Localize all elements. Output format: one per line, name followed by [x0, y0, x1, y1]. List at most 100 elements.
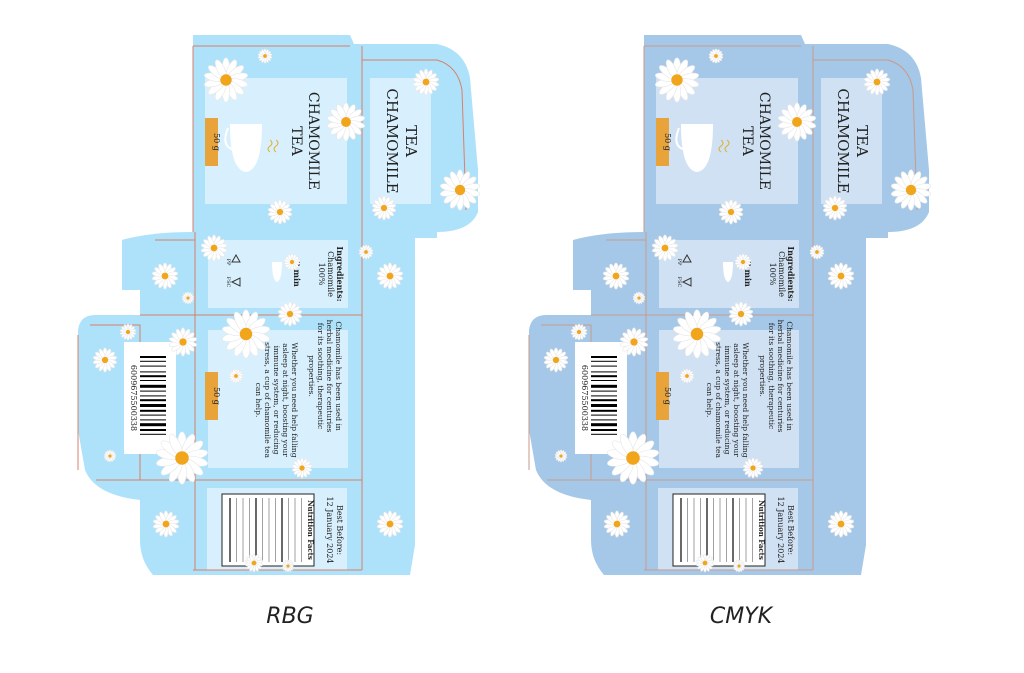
description-line: immune system, or reducing [723, 346, 732, 455]
daisy-icon [244, 553, 264, 573]
daisy-icon [371, 195, 397, 221]
weight-label-side: 50 g [663, 387, 672, 405]
side-panel-top [821, 78, 882, 204]
side-title-line-2: TEA [402, 125, 420, 157]
daisy-icon [326, 102, 366, 142]
description-line: stress, a cup of chamomile tea [714, 342, 723, 458]
daisy-icon [695, 553, 715, 573]
description-line: Whether you need help falling [741, 342, 750, 457]
daisy-icon [281, 559, 295, 573]
description-line: can help. [254, 383, 263, 418]
title-line-2: TEA [739, 126, 755, 157]
recycle-icon [682, 253, 692, 263]
daisy-icon [619, 327, 649, 357]
description-panel [659, 330, 799, 468]
description-line: Chamomile has been used in [334, 321, 343, 431]
ingredients-line-1: Chamomile [326, 251, 335, 297]
weight-label-side: 50 g [212, 387, 221, 405]
description-line: asleep at night, boosting your [281, 343, 290, 457]
daisy-icon [603, 510, 631, 538]
recycle-label: PP [676, 259, 682, 266]
daisy-icon [228, 368, 244, 384]
weight-badge [656, 372, 669, 420]
cup-icon [224, 124, 262, 172]
daisy-icon [708, 48, 724, 64]
title-line-2: TEA [288, 126, 304, 157]
daisy-icon [376, 262, 404, 290]
daisy-icon [257, 48, 273, 64]
daisy-icon [222, 309, 270, 359]
best-before-label: Best Before: [335, 505, 344, 555]
ingredients-line-2: 100% [768, 263, 777, 286]
daisy-icon [291, 457, 313, 479]
title-line-1: CHAMOMILE [305, 92, 321, 190]
description-line: Chamomile has been used in [785, 321, 794, 431]
daisy-icon [827, 510, 855, 538]
side-panel-top [370, 78, 431, 204]
description-line: can help. [705, 383, 714, 418]
barcode-number: 6009675500338 [580, 365, 589, 431]
daisy-icon [651, 234, 679, 262]
nutrition-title: Nutrition Facts [757, 500, 766, 560]
daisy-icon [181, 291, 195, 305]
description-line: properties. [758, 355, 767, 397]
description-line: Whether you need help falling [290, 342, 299, 457]
description-line: herbal medicine for centuries [325, 320, 334, 433]
ingredients-heading: Ingredients: [786, 246, 796, 301]
daisy-icon [168, 327, 198, 357]
weight-badge [656, 118, 669, 166]
recycle-icon [231, 253, 241, 263]
cut-line [813, 59, 918, 211]
daisy-icon [827, 262, 855, 290]
description-line: for its soothing, therapeutic [316, 323, 325, 429]
daisy-icon [607, 431, 659, 485]
daisy-icon [204, 57, 248, 103]
daisy-icon [151, 262, 179, 290]
cmyk-caption: CMYK [709, 604, 773, 629]
barcode [140, 356, 166, 435]
barcode-label [124, 342, 176, 454]
brew-time: 3 min [743, 261, 753, 287]
description-line: herbal medicine for centuries [776, 320, 785, 433]
daisy-icon [809, 244, 825, 260]
nutrition-facts-table [221, 493, 315, 567]
best-before-date: 12 January 2024 [325, 496, 334, 563]
weight-label-front: 50 g [212, 133, 221, 151]
nutrition-facts-table [672, 493, 766, 567]
daisy-icon [655, 57, 699, 103]
daisy-icon [152, 510, 180, 538]
fsc-label: FSC [225, 277, 231, 288]
weight-label-front: 50 g [663, 133, 672, 151]
description-line: asleep at night, boosting your [732, 343, 741, 457]
daisy-icon [267, 199, 293, 225]
small-cup-icon [723, 262, 733, 282]
daisy-icon [412, 68, 440, 96]
daisy-icon [358, 244, 374, 260]
daisy-icon [679, 368, 695, 384]
daisy-icon [543, 347, 569, 373]
daisy-icon [103, 449, 117, 463]
tree-icon [230, 277, 241, 287]
daisy-icon [777, 102, 817, 142]
best-before-label: Best Before: [786, 505, 795, 555]
daisy-icon [439, 169, 481, 211]
daisy-icon [718, 199, 744, 225]
daisy-icon [632, 291, 646, 305]
daisy-icon [890, 169, 932, 211]
daisy-icon [728, 301, 754, 327]
side-title-line-1: CHAMOMILE [834, 88, 852, 193]
recycle-label: PP [225, 259, 231, 266]
description-line: for its soothing, therapeutic [767, 323, 776, 429]
daisy-icon [734, 253, 752, 271]
daisy-icon [732, 559, 746, 573]
daisy-icon [554, 449, 568, 463]
description-line: immune system, or reducing [272, 346, 281, 455]
weight-badge [205, 118, 218, 166]
daisy-icon [673, 309, 721, 359]
daisy-icon [283, 253, 301, 271]
cut-line [362, 59, 467, 211]
